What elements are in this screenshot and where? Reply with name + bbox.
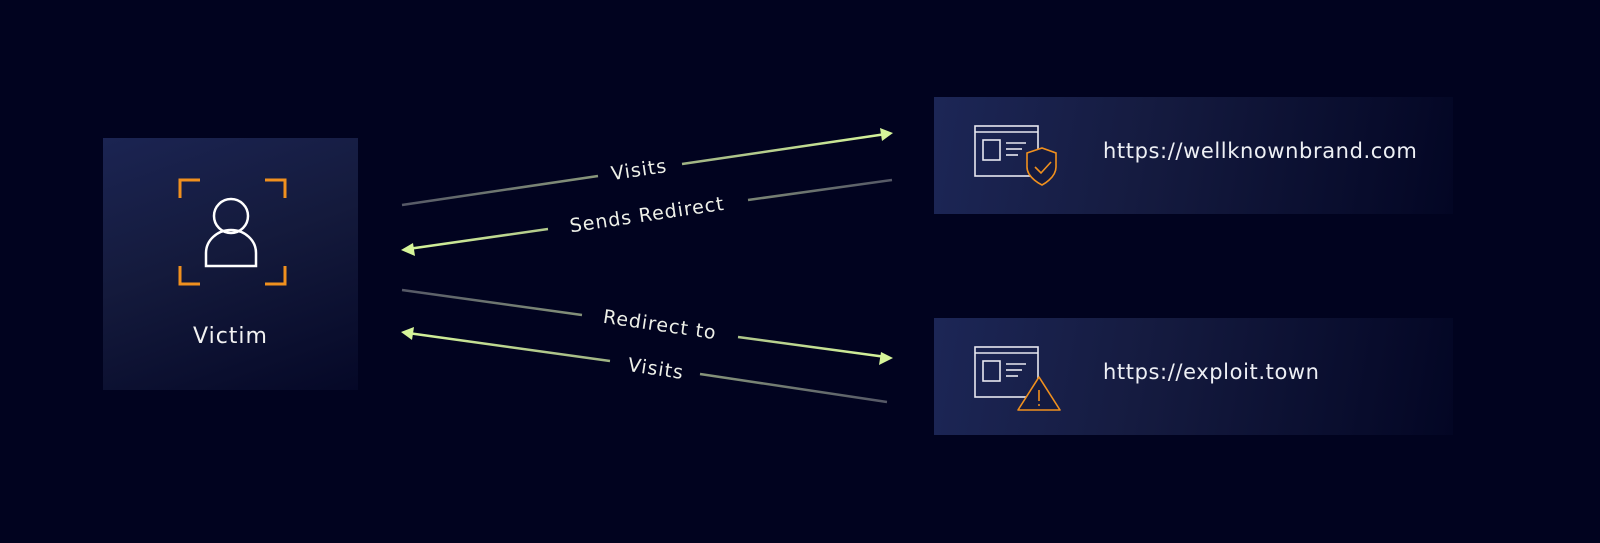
arrow-visits-wellknown: Visits xyxy=(401,128,893,207)
site-wellknownbrand: https://wellknownbrand.com xyxy=(934,97,1453,214)
site-url: https://exploit.town xyxy=(1103,360,1320,384)
victim-label: Victim xyxy=(193,324,268,349)
site-exploit-town: https://exploit.town xyxy=(934,318,1453,435)
browser-shield-check-icon xyxy=(974,125,1057,186)
arrow-sends-redirect: Sends Redirect xyxy=(401,178,893,256)
arrow-label: Visits xyxy=(610,155,669,185)
arrow-label: Redirect to xyxy=(602,306,718,344)
arrow-label: Visits xyxy=(626,354,685,384)
user-icon xyxy=(178,178,287,286)
victim-node: Victim xyxy=(103,138,358,390)
arrow-visits-exploit: Visits xyxy=(401,327,888,404)
arrow-redirect-to: Redirect to xyxy=(401,288,893,365)
browser-warning-icon xyxy=(974,346,1061,411)
site-url: https://wellknownbrand.com xyxy=(1103,139,1418,163)
arrow-label: Sends Redirect xyxy=(568,193,726,238)
